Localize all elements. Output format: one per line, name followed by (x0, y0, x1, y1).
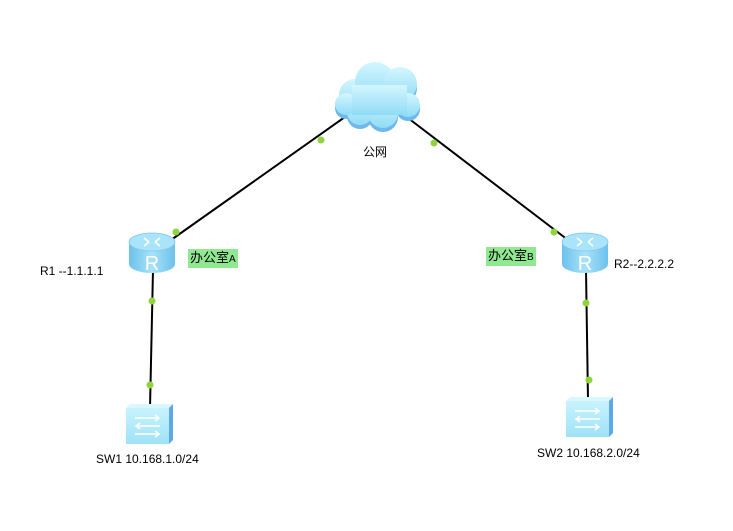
office-b-text: 办公室 (488, 248, 528, 263)
port-dot[interactable] (550, 228, 558, 236)
port-dot[interactable] (585, 376, 593, 384)
sw1-label: SW1 10.168.1.0/24 (96, 452, 199, 466)
office-b-tag[interactable]: 办公室B (486, 247, 536, 266)
office-a-suffix: A (229, 254, 236, 265)
link-cloud-r2[interactable] (407, 117, 569, 241)
r1-label: R1 --1.1.1.1 (40, 264, 104, 278)
sw2-label: SW2 10.168.2.0/24 (537, 446, 640, 460)
switch-sw2-icon[interactable] (566, 397, 613, 437)
port-dot[interactable] (146, 381, 154, 389)
office-a-text: 办公室 (190, 250, 230, 265)
router-glyph: R (578, 253, 592, 275)
router-r2-icon[interactable]: R (561, 232, 609, 275)
port-dot[interactable] (148, 297, 156, 305)
switch-sw1-icon[interactable] (126, 404, 173, 444)
port-dot[interactable] (172, 228, 180, 236)
r2-label: R2--2.2.2.2 (614, 257, 675, 271)
cloud-icon[interactable] (335, 62, 420, 132)
port-dot[interactable] (582, 299, 590, 307)
link-cloud-r1[interactable] (170, 111, 353, 241)
office-b-suffix: B (527, 252, 534, 263)
router-glyph: R (145, 253, 159, 275)
ports (146, 136, 593, 389)
router-r1-icon[interactable]: R (128, 232, 176, 275)
port-dot[interactable] (317, 136, 325, 144)
port-dot[interactable] (430, 139, 438, 147)
office-a-tag[interactable]: 办公室A (188, 249, 238, 268)
cloud-label: 公网 (363, 145, 388, 159)
